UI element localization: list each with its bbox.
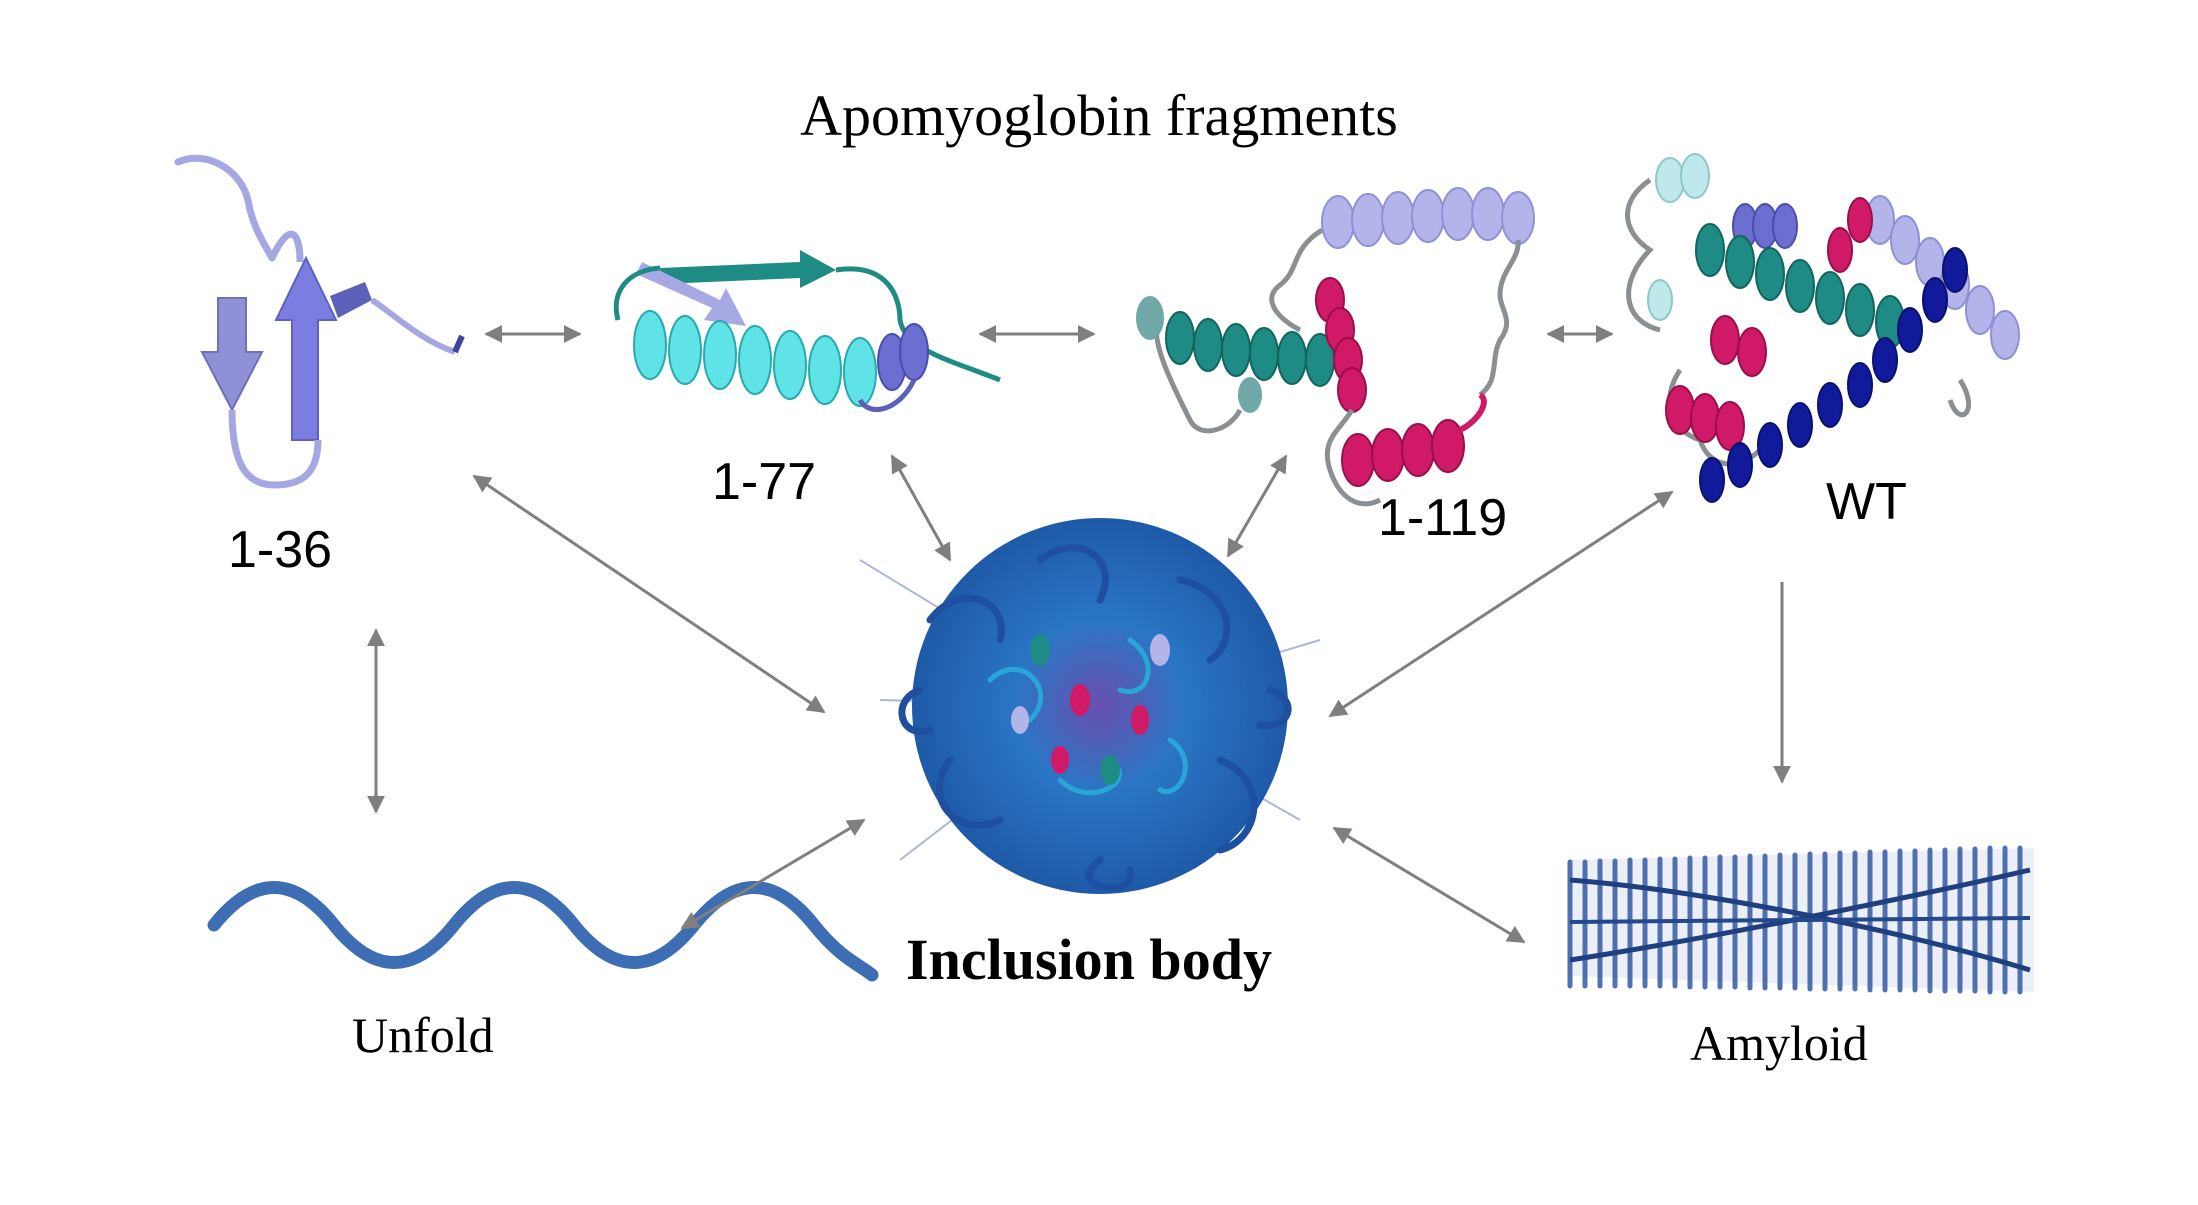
structure-wt	[1625, 153, 2020, 503]
arrow-136-inclusion	[472, 474, 826, 714]
label-fragment-1-119: 1-119	[1378, 489, 1508, 547]
arrows	[367, 325, 1791, 944]
inclusion-body-aggregate	[859, 518, 1321, 894]
label-amyloid: Amyloid	[1690, 1015, 1868, 1071]
structure-1-36	[174, 154, 465, 489]
label-inclusion-body: Inclusion body	[906, 927, 1272, 992]
label-wild-type: WT	[1826, 473, 1907, 531]
label-unfold: Unfold	[352, 1007, 494, 1063]
structure-1-77	[613, 250, 1001, 412]
label-fragment-1-36: 1-36	[228, 521, 333, 579]
arrow-1119-inclusion	[1226, 454, 1288, 558]
amyloid-fibril	[1567, 845, 2034, 995]
arrow-unfold-inclusion	[680, 818, 866, 930]
arrow-177-inclusion	[890, 454, 952, 562]
arrow-inclusion-amyloid	[1332, 826, 1526, 944]
structure-1-119	[1136, 187, 1535, 507]
label-fragment-1-77: 1-77	[712, 453, 817, 511]
diagram-title: Apomyoglobin fragments	[800, 83, 1398, 148]
arrow-wt-inclusion	[1328, 490, 1674, 718]
